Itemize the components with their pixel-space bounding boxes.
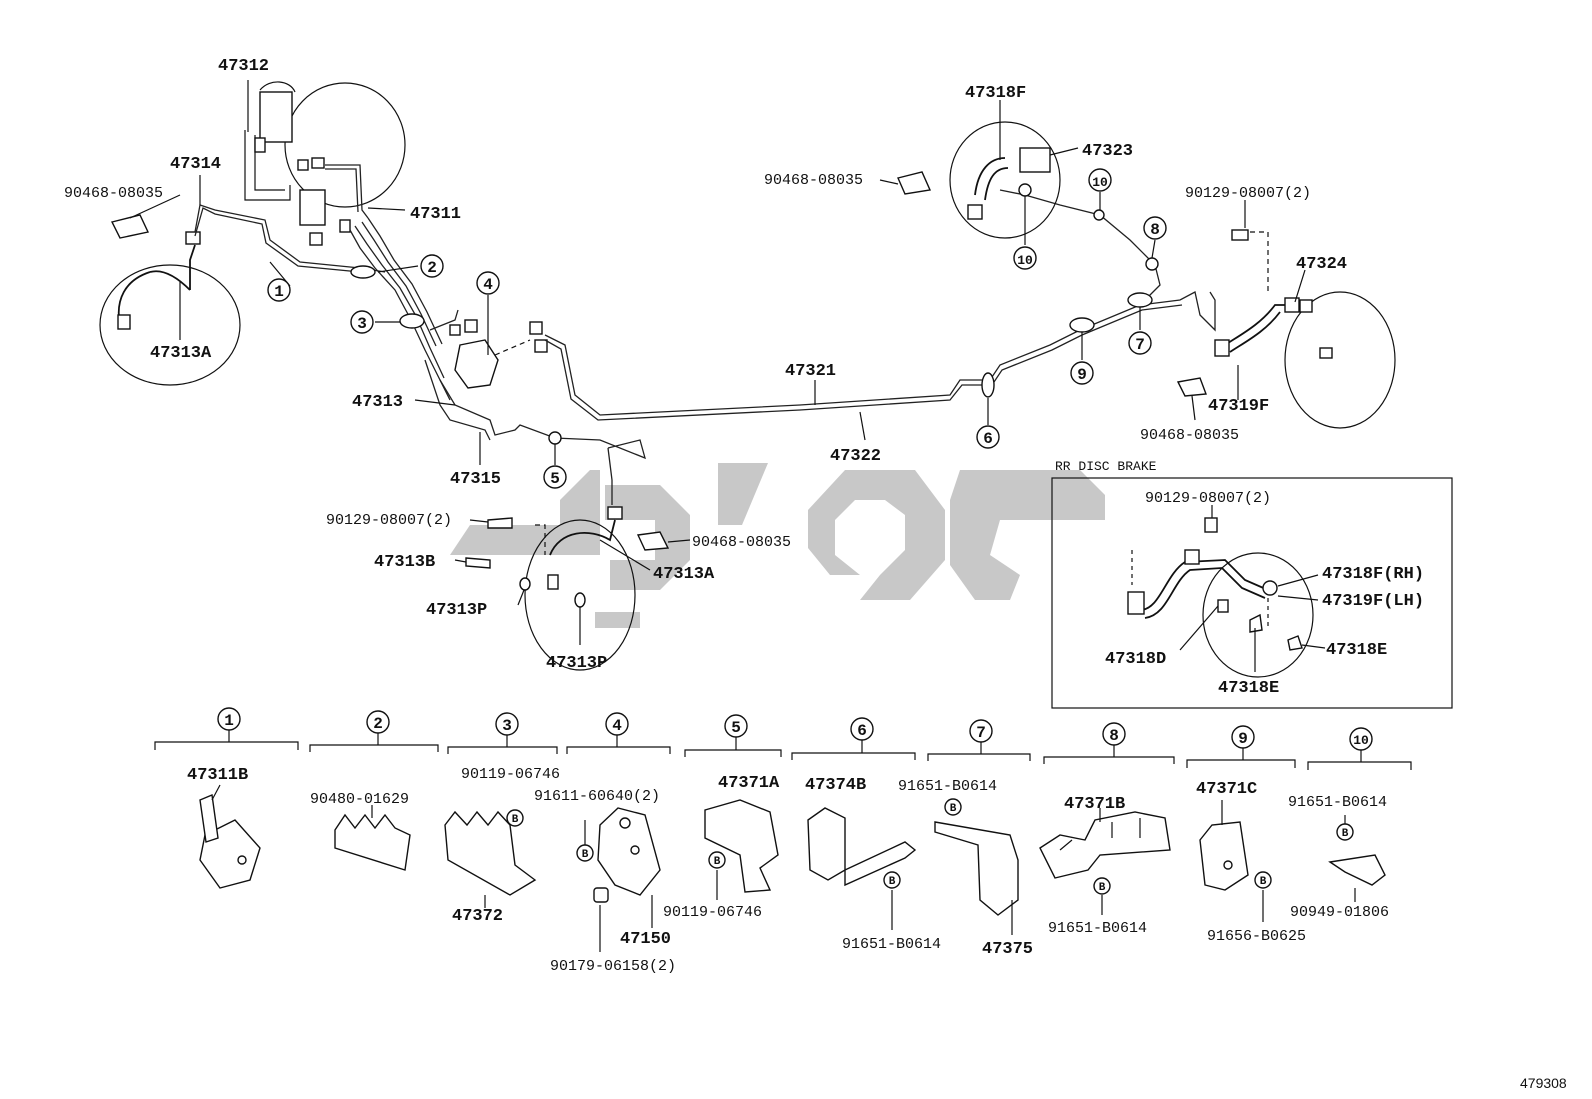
bolt-mark-3: B bbox=[512, 814, 519, 826]
header-7: 7 bbox=[976, 724, 986, 742]
label-90129-08007-b: 90129-08007(2) bbox=[1185, 185, 1311, 202]
header-9: 9 bbox=[1238, 730, 1248, 748]
label-47313P-b: 47313P bbox=[546, 654, 607, 673]
rear-left-brake-assembly bbox=[465, 506, 636, 671]
label-90468-08035-d: 90468-08035 bbox=[1140, 427, 1239, 444]
label-91611-60640: 91611-60640(2) bbox=[534, 788, 660, 805]
inset-label-90129: 90129-08007(2) bbox=[1145, 490, 1271, 507]
callout-9: 9 bbox=[1077, 366, 1087, 384]
label-47315: 47315 bbox=[450, 470, 501, 489]
clip-90468-icon-b bbox=[636, 531, 670, 551]
watermark-logo-icon bbox=[450, 463, 1105, 628]
callout-10-b: 10 bbox=[1017, 253, 1033, 268]
callout-5: 5 bbox=[550, 470, 560, 488]
label-47324: 47324 bbox=[1296, 255, 1347, 274]
master-cylinder-booster bbox=[244, 81, 406, 246]
header-4: 4 bbox=[612, 717, 622, 735]
label-91656-B0625: 91656-B0625 bbox=[1207, 928, 1306, 945]
label-47311: 47311 bbox=[410, 205, 461, 224]
callouts: 1 2 3 4 5 6 7 8 9 10 10 bbox=[267, 168, 1167, 489]
label-47313B: 47313B bbox=[374, 553, 435, 572]
bolt-mark-9: B bbox=[1260, 876, 1267, 888]
label-47375: 47375 bbox=[982, 940, 1033, 959]
label-47313: 47313 bbox=[352, 393, 403, 412]
label-91651-B0614-c: 91651-B0614 bbox=[1048, 920, 1147, 937]
label-47319F: 47319F bbox=[1208, 397, 1269, 416]
label-47311B: 47311B bbox=[187, 766, 248, 785]
front-left-brake-assembly bbox=[99, 231, 241, 386]
label-47314: 47314 bbox=[170, 155, 221, 174]
header-10: 10 bbox=[1353, 733, 1369, 748]
clamp-section-headers: 1 2 3 4 5 6 7 8 9 10 bbox=[154, 707, 1412, 770]
label-90129-08007-a: 90129-08007(2) bbox=[326, 512, 452, 529]
label-47318F: 47318F bbox=[965, 84, 1026, 103]
callout-6: 6 bbox=[983, 430, 993, 448]
inset-title: RR DISC BRAKE bbox=[1055, 459, 1157, 474]
inset-label-47318D: 47318D bbox=[1105, 650, 1166, 669]
header-8: 8 bbox=[1109, 727, 1119, 745]
callout-4: 4 bbox=[483, 276, 493, 294]
label-47371C: 47371C bbox=[1196, 780, 1257, 799]
header-2: 2 bbox=[373, 715, 383, 733]
label-47374B: 47374B bbox=[805, 776, 866, 795]
callout-8: 8 bbox=[1150, 221, 1160, 239]
bolt-mark-7: B bbox=[950, 803, 957, 815]
leader-lines bbox=[129, 80, 1306, 645]
label-91651-B0614-d: 91651-B0614 bbox=[1288, 794, 1387, 811]
callout-7: 7 bbox=[1135, 336, 1145, 354]
label-90468-08035-b: 90468-08035 bbox=[692, 534, 791, 551]
label-47313A-a: 47313A bbox=[150, 344, 212, 363]
label-47313A-b: 47313A bbox=[653, 565, 715, 584]
callout-1: 1 bbox=[274, 283, 284, 301]
header-3: 3 bbox=[502, 717, 512, 735]
label-47313P-a: 47313P bbox=[426, 601, 487, 620]
label-90468-08035-c: 90468-08035 bbox=[764, 172, 863, 189]
label-47371B: 47371B bbox=[1064, 795, 1125, 814]
proportioning-valve bbox=[449, 319, 548, 389]
rear-right-upper-brake bbox=[949, 121, 1061, 239]
label-47322: 47322 bbox=[830, 447, 881, 466]
label-47150: 47150 bbox=[620, 930, 671, 949]
bolt-mark-4: B bbox=[582, 849, 589, 861]
label-90119-06746-a: 90119-06746 bbox=[461, 766, 560, 783]
label-47312: 47312 bbox=[218, 57, 269, 76]
label-47323: 47323 bbox=[1082, 142, 1133, 161]
label-47371A: 47371A bbox=[718, 774, 780, 793]
clip-90468-icon-d bbox=[1176, 377, 1207, 397]
inset-label-47318F-RH: 47318F(RH) bbox=[1322, 565, 1424, 584]
diagram-code: 479308 bbox=[1520, 1075, 1567, 1091]
label-47321: 47321 bbox=[785, 362, 836, 381]
inset-label-47319F-LH: 47319F(LH) bbox=[1322, 592, 1424, 611]
label-90949-01806: 90949-01806 bbox=[1290, 904, 1389, 921]
callout-3: 3 bbox=[357, 315, 367, 333]
clip-90468-icon-c bbox=[897, 171, 932, 195]
part-labels: 47312 47314 47311 90468-08035 47313A 473… bbox=[64, 57, 1347, 673]
bolt-mark-6: B bbox=[889, 876, 896, 888]
label-47372: 47372 bbox=[452, 907, 503, 926]
clip-90468-icon-a bbox=[110, 214, 150, 239]
callout-2: 2 bbox=[427, 259, 437, 277]
label-91651-B0614-b: 91651-B0614 bbox=[842, 936, 941, 953]
bolt-mark-5: B bbox=[714, 856, 721, 868]
label-90468-08035-a: 90468-08035 bbox=[64, 185, 163, 202]
label-90179-06158: 90179-06158(2) bbox=[550, 958, 676, 975]
label-91651-B0614-a: 91651-B0614 bbox=[898, 778, 997, 795]
clamp-labels: 47311B 90480-01629 90119-06746 47372 916… bbox=[187, 766, 1389, 975]
label-90480-01629: 90480-01629 bbox=[310, 791, 409, 808]
clamp-parts: B B B B B B B bbox=[199, 784, 1386, 952]
label-90119-06746-b: 90119-06746 bbox=[663, 904, 762, 921]
inset-rr-disc-brake: RR DISC BRAKE 90129-08007(2) 47318F(RH) … bbox=[1051, 459, 1453, 709]
bolt-mark-10: B bbox=[1342, 828, 1349, 840]
inset-label-47318E-a: 47318E bbox=[1218, 679, 1279, 698]
header-1: 1 bbox=[224, 712, 234, 730]
bolt-mark-8: B bbox=[1099, 882, 1106, 894]
callout-10-a: 10 bbox=[1092, 175, 1108, 190]
header-5: 5 bbox=[731, 719, 741, 737]
inset-label-47318E-b: 47318E bbox=[1326, 641, 1387, 660]
header-6: 6 bbox=[857, 722, 867, 740]
